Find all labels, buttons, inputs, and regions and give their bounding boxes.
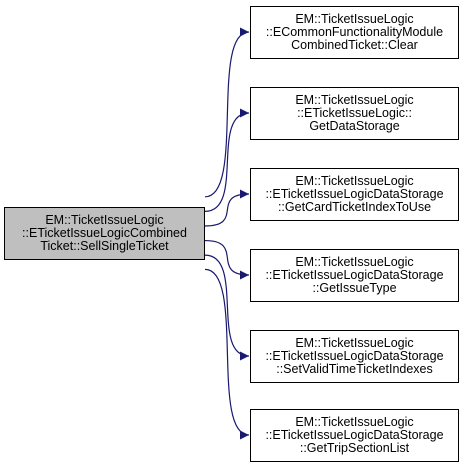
edge-to-get-data-storage <box>204 108 250 212</box>
node-label-line: EM::TicketIssueLogic <box>295 12 413 26</box>
edge-to-set-valid-time-ticket-indexes <box>204 254 250 361</box>
node-label-line: ::ECommonFunctionalityModule <box>266 25 443 39</box>
edge-to-get-trip-section-list <box>204 268 250 440</box>
node-label-line: ::ETicketIssueLogic:: <box>297 106 412 120</box>
node-label-line: EM::TicketIssueLogic <box>295 174 413 188</box>
edge-to-get-card-ticket-index-to-use <box>204 189 250 227</box>
node-label-line: CombinedTicket::Clear <box>291 38 418 52</box>
node-box <box>250 168 459 221</box>
node-label-line: ::ETicketIssueLogicDataStorage <box>265 187 443 201</box>
node-label-line: EM::TicketIssueLogic <box>45 213 163 227</box>
node-box <box>4 207 205 260</box>
function-nodes: EM::TicketIssueLogic::ETicketIssueLogicC… <box>4 6 459 462</box>
node-box <box>250 330 459 383</box>
edge-to-clear <box>204 27 250 198</box>
node-label-line: EM::TicketIssueLogic <box>295 415 413 429</box>
node-box <box>250 249 459 302</box>
node-get-issue-type[interactable]: EM::TicketIssueLogic::ETicketIssueLogicD… <box>250 249 459 302</box>
node-label-line: EM::TicketIssueLogic <box>295 93 413 107</box>
node-sell-single-ticket[interactable]: EM::TicketIssueLogic::ETicketIssueLogicC… <box>4 207 205 260</box>
call-edges <box>204 27 250 440</box>
node-box <box>250 6 459 59</box>
node-label-line: EM::TicketIssueLogic <box>295 336 413 350</box>
node-get-card-ticket-index-to-use[interactable]: EM::TicketIssueLogic::ETicketIssueLogicD… <box>250 168 459 221</box>
node-label-line: GetDataStorage <box>309 119 399 133</box>
node-label-line: ::ETicketIssueLogicDataStorage <box>265 268 443 282</box>
node-label-line: EM::TicketIssueLogic <box>295 255 413 269</box>
edge-to-get-issue-type <box>204 239 250 280</box>
node-clear[interactable]: EM::TicketIssueLogic::ECommonFunctionali… <box>250 6 459 59</box>
node-get-trip-section-list[interactable]: EM::TicketIssueLogic::ETicketIssueLogicD… <box>250 409 459 462</box>
node-label-line: ::ETicketIssueLogicDataStorage <box>265 428 443 442</box>
node-label-line: ::GetIssueType <box>312 281 396 295</box>
node-set-valid-time-ticket-indexes[interactable]: EM::TicketIssueLogic::ETicketIssueLogicD… <box>250 330 459 383</box>
node-box <box>250 87 459 140</box>
node-label-line: ::ETicketIssueLogicDataStorage <box>265 349 443 363</box>
node-label-line: ::GetCardTicketIndexToUse <box>278 200 431 214</box>
node-label-line: Ticket::SellSingleTicket <box>40 239 169 253</box>
node-get-data-storage[interactable]: EM::TicketIssueLogic::ETicketIssueLogic:… <box>250 87 459 140</box>
node-label-line: ::SetValidTimeTicketIndexes <box>276 362 433 376</box>
node-box <box>250 409 459 462</box>
node-label-line: ::GetTripSectionList <box>300 441 410 455</box>
node-label-line: ::ETicketIssueLogicCombined <box>22 226 187 240</box>
